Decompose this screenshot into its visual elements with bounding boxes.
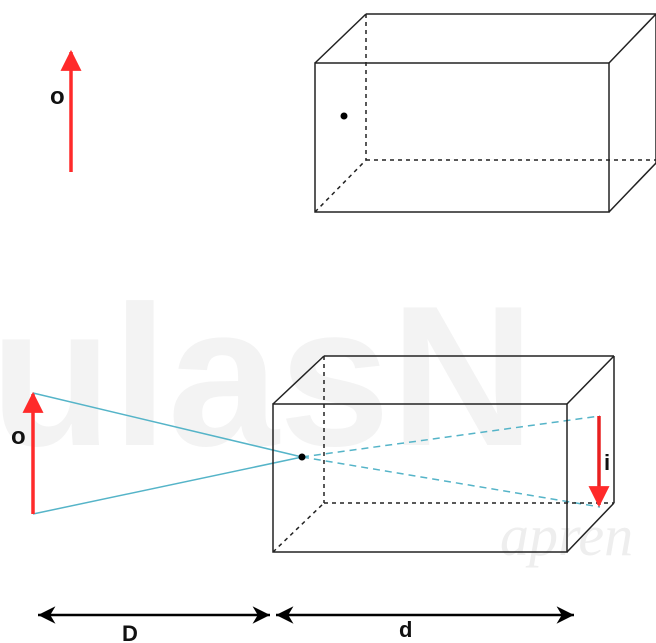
bottom-pinhole-icon: [298, 453, 306, 461]
watermark-brand-text: ulasN: [0, 265, 535, 488]
bottom-object-label: o: [11, 423, 26, 450]
top-camera-box: [314, 13, 656, 213]
top-pinhole-icon: [340, 112, 348, 120]
bottom-camera-box: [272, 355, 615, 553]
light-rays: [32, 392, 601, 515]
image-distance-label: d: [399, 617, 412, 642]
image-label: i: [604, 450, 610, 475]
top-scene: o: [50, 13, 656, 213]
top-object-label: o: [50, 83, 65, 110]
bottom-scene: o i: [11, 355, 615, 553]
watermark: ulasN apren: [0, 265, 633, 568]
dimensions: D d: [38, 606, 574, 643]
object-distance-label: D: [122, 621, 138, 643]
